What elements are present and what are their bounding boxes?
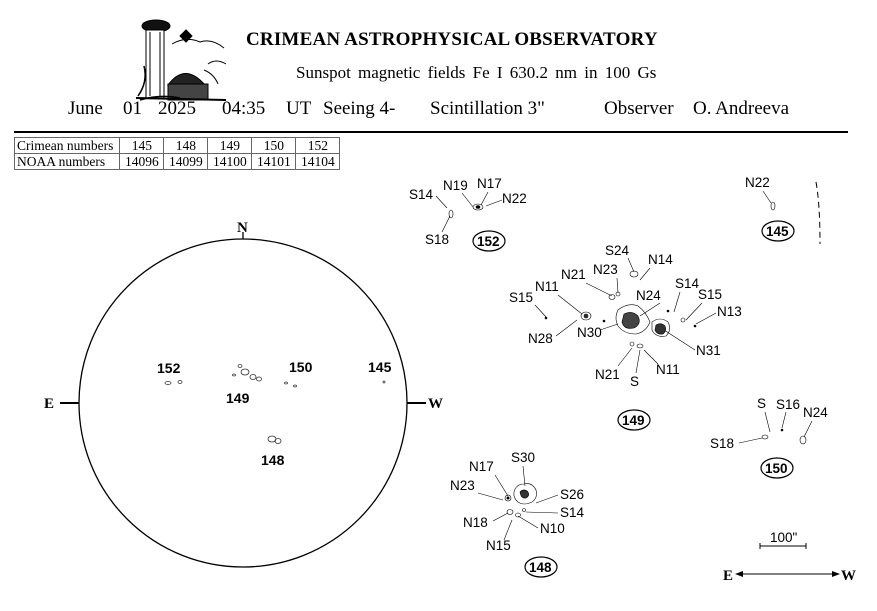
obs-seeing: Seeing 4- <box>323 98 396 119</box>
field-label: N15 <box>486 538 511 553</box>
region-numbers-table: Crimean numbers 145 148 149 150 152 NOAA… <box>13 137 341 170</box>
field-label: S24 <box>605 243 630 258</box>
region-id-label: 152 <box>477 234 500 249</box>
field-label: S15 <box>509 290 533 305</box>
field-label: N24 <box>803 405 828 420</box>
field-label: S14 <box>560 505 585 520</box>
region-145-magnetogram: N22 145 <box>745 175 821 245</box>
field-label: S14 <box>675 276 700 291</box>
observatory-logo <box>135 19 227 101</box>
field-label: N18 <box>463 515 488 530</box>
field-label: S15 <box>698 287 722 302</box>
field-label: N21 <box>561 267 586 282</box>
field-label: S14 <box>409 187 434 202</box>
field-label: N10 <box>540 521 565 536</box>
table-row: Crimean numbers 145 148 149 150 152 <box>13 137 341 154</box>
disk-region-label: 148 <box>261 452 285 468</box>
obs-year: 2025 <box>158 98 196 119</box>
obs-observer-label: Observer <box>604 98 674 119</box>
field-label: N11 <box>535 279 559 294</box>
disk-region-label: 149 <box>226 390 250 406</box>
solar-disk: N E W 152 150 145 149 148 <box>44 220 443 568</box>
table-cell: 14096 <box>119 153 165 170</box>
region-152-magnetogram: S14 N19 N17 N22 S18 152 <box>409 176 527 252</box>
field-label: N30 <box>577 325 602 340</box>
table-cell: 14101 <box>251 153 297 170</box>
field-label: N13 <box>717 304 742 319</box>
field-label: N24 <box>636 288 661 303</box>
orientation-arrow: E W <box>723 568 856 584</box>
table-row: NOAA numbers 14096 14099 14100 14101 141… <box>13 153 341 170</box>
orientation-west-label: W <box>841 568 856 584</box>
obs-observer-name: O. Andreeva <box>693 98 790 119</box>
subtitle: Sunspot magnetic fields Fe I 630.2 nm in… <box>296 63 657 82</box>
field-label: N11 <box>656 362 680 377</box>
region-id-label: 148 <box>529 560 552 575</box>
scale-bar: 100" <box>759 530 807 549</box>
row-label-noaa: NOAA numbers <box>13 153 121 170</box>
table-cell: 14099 <box>163 153 209 170</box>
region-id-label: 150 <box>765 461 788 476</box>
obs-day: 01 <box>123 98 142 119</box>
field-label: S16 <box>776 397 800 412</box>
field-label: S18 <box>710 436 734 451</box>
field-label: N31 <box>696 343 721 358</box>
table-cell: 14104 <box>295 153 341 170</box>
field-label: N28 <box>528 331 553 346</box>
field-label: N21 <box>595 367 620 382</box>
disk-region-label: 150 <box>289 359 313 375</box>
field-label: N23 <box>450 478 475 493</box>
obs-month: June <box>68 98 103 119</box>
field-label: N22 <box>502 191 527 206</box>
obs-scintillation: Scintillation 3" <box>430 98 545 119</box>
field-label: S <box>757 396 766 411</box>
header-rule <box>14 131 848 133</box>
region-148-magnetogram: S30 N17 N23 S26 S14 N18 N10 N15 148 <box>450 450 585 578</box>
field-label: N14 <box>648 252 673 267</box>
field-label: S <box>630 374 639 389</box>
disk-west-label: W <box>428 396 443 412</box>
field-label: S26 <box>560 487 584 502</box>
region-149-magnetogram: S24 N14 N21 N23 N11 S15 N24 S14 S15 N13 … <box>509 243 742 431</box>
disk-spot-groups <box>164 364 386 444</box>
disk-region-label: 145 <box>368 359 392 375</box>
field-label: N17 <box>469 459 494 474</box>
disk-region-label: 152 <box>157 360 181 376</box>
disk-north-label: N <box>237 220 248 236</box>
observation-line: June 01 2025 04:35 UT Seeing 4- Scintill… <box>0 98 877 126</box>
field-label: N22 <box>745 175 770 190</box>
observatory-title: CRIMEAN ASTROPHYSICAL OBSERVATORY <box>246 29 658 50</box>
obs-ut: UT <box>286 98 312 119</box>
region-150-magnetogram: S S16 N24 S18 150 <box>710 396 828 479</box>
row-label-crimean: Crimean numbers <box>13 137 121 154</box>
region-id-label: 145 <box>766 224 789 239</box>
table-cell: 152 <box>295 137 341 154</box>
obs-time: 04:35 <box>222 98 266 119</box>
field-label: S18 <box>425 232 449 247</box>
disk-east-label: E <box>44 396 54 412</box>
region-id-label: 149 <box>622 413 645 428</box>
field-label: N23 <box>593 262 618 277</box>
field-label: N17 <box>477 176 502 191</box>
scale-label: 100" <box>770 530 798 545</box>
orientation-east-label: E <box>723 568 733 584</box>
field-label: N19 <box>443 178 468 193</box>
field-label: S30 <box>511 450 535 465</box>
